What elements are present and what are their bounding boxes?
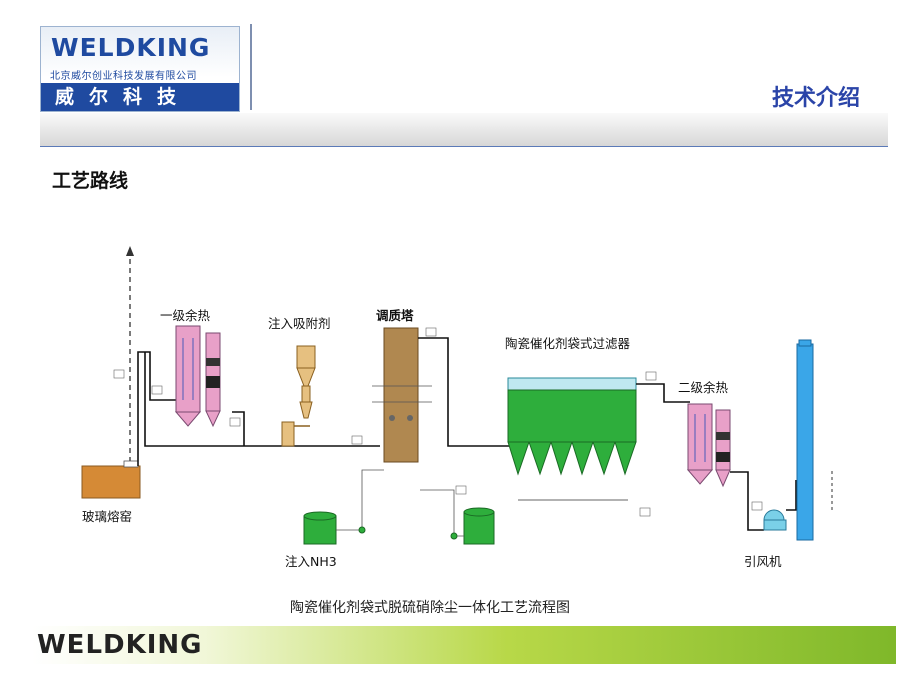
logo-word: WELDKING [51,33,211,62]
nh3-tank-1 [303,511,337,545]
fan-to-stack [786,480,797,511]
section-title: 技术介绍 [771,86,860,111]
process-flow-diagram: 玻璃熔窑 一级余热 注入吸附剂 调质塔 [81,246,833,569]
tower-to-filter [418,337,510,447]
induced-draft-fan [763,509,787,531]
header-logo: WELDKING 北京威尔创业科技发展有限公司 威尔科技 [40,26,240,112]
footer-logo: WELDKING [37,630,203,660]
sorbent-label: 注入吸附剂 [268,316,331,331]
boiler2-to-fan [730,471,764,531]
fan-label: 引风机 [744,554,782,569]
glass-kiln [81,465,141,499]
filter-label: 陶瓷催化剂袋式过滤器 [505,336,631,351]
diagram-caption: 陶瓷催化剂袋式脱硫硝除尘一体化工艺流程图 [290,600,570,616]
vent-arrow-icon [126,246,134,256]
header-bar [40,113,888,147]
waste-heat-boiler-2 [686,403,731,488]
chimney-stack [796,339,814,541]
page-subtitle: 工艺路线 [52,170,129,192]
waste-heat-boiler-1 [174,325,221,428]
kiln-label: 玻璃熔窑 [82,509,132,524]
boiler2-label: 二级余热 [678,380,729,395]
kiln-outlet [123,460,139,468]
nh3-label: 注入NH3 [285,554,337,569]
logo-chinese-name: 威尔科技 [41,83,239,111]
sorbent-injector [281,345,316,447]
logo-company-name: 北京威尔创业科技发展有限公司 [50,71,197,82]
footer-bar: WELDKING [32,626,896,664]
tower-label: 调质塔 [376,308,414,323]
header-divider [250,24,252,110]
flue-to-boiler1 [137,351,185,466]
nh3-tank-2 [463,507,495,545]
nh3-line-1 [336,469,384,531]
boiler1-outlet [232,411,245,446]
bypass-flue [144,352,380,447]
conditioning-tower [372,327,432,463]
filter-to-boiler2 [636,383,690,403]
ceramic-catalytic-filter [507,377,637,501]
nh3-line-2 [420,489,464,537]
boiler1-label: 一级余热 [160,308,211,323]
